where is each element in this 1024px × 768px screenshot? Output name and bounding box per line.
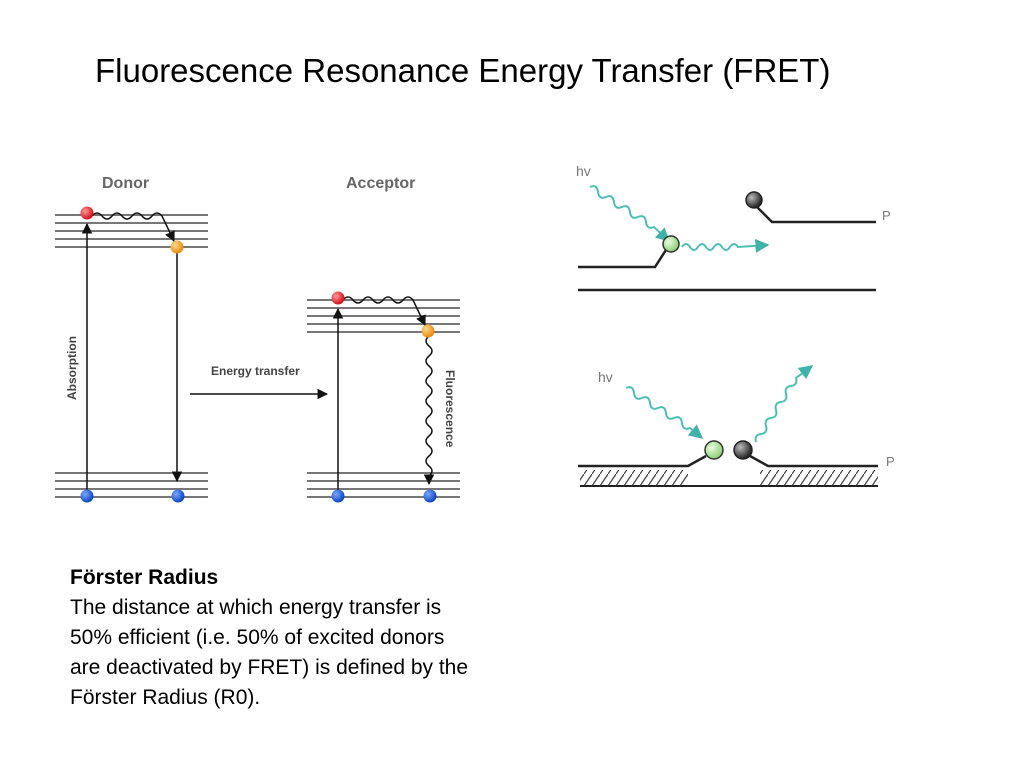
forster-radius-block: Förster Radius The distance at which ene…	[70, 563, 570, 713]
acceptor-label: Acceptor	[346, 175, 415, 192]
fluorescence-wave	[423, 335, 435, 486]
donor-relaxed-dot	[170, 240, 184, 254]
hairpin-strand-bottom	[578, 454, 878, 468]
quencher-top	[745, 191, 763, 209]
acceptor-relaxation-wave	[342, 296, 426, 326]
hatched-surface-right	[760, 470, 878, 486]
slide-title: Fluorescence Resonance Energy Transfer (…	[95, 52, 831, 89]
quencher-bottom	[733, 440, 753, 460]
acceptor-excited-dot	[331, 291, 345, 305]
p-label-top: P	[882, 208, 891, 223]
acceptor-ground-dot-1	[331, 489, 345, 503]
donor-fluorophore-bottom	[704, 440, 724, 460]
forster-text-line-2: 50% efficient (i.e. 50% of excited donor…	[70, 626, 445, 649]
incident-photon-bottom	[625, 386, 704, 439]
probe-strand-top	[578, 249, 668, 269]
acceptor-relaxed-dot	[421, 324, 435, 338]
energy-transfer-label: Energy transfer	[211, 364, 300, 378]
forster-text-line-4: Förster Radius (R0).	[70, 686, 261, 709]
donor-ground-levels	[55, 472, 208, 498]
hv-label-top: hv	[576, 163, 591, 179]
forster-text-line-1: The distance at which energy transfer is	[70, 596, 442, 619]
forster-radius-text: The distance at which energy transfer is…	[70, 593, 570, 713]
p-label-bottom: P	[886, 454, 895, 469]
incident-photon-top	[589, 185, 671, 242]
forster-radius-heading: Förster Radius	[70, 566, 219, 589]
donor-excited-dot	[80, 206, 94, 220]
forster-text-line-3: are deactivated by FRET) is defined by t…	[70, 656, 469, 679]
donor-ground-dot-1	[80, 489, 94, 503]
fret-probe-schematic: hv P hv P	[576, 163, 895, 487]
acceptor-ground-dot-2	[423, 489, 437, 503]
acceptor-ground-levels	[307, 472, 460, 498]
emitted-photon-top	[681, 238, 770, 253]
hatched-surface-left	[580, 470, 688, 486]
emitted-photon-bottom	[754, 365, 814, 443]
fluorescence-label: Fluorescence	[443, 370, 457, 448]
acceptor-excited-levels	[307, 299, 460, 333]
donor-ground-dot-2	[171, 489, 185, 503]
donor-relaxation-wave	[91, 212, 175, 242]
jablonski-diagram: Donor Acceptor Absorption Energy transfe…	[55, 175, 460, 503]
quencher-strand-top	[755, 205, 876, 224]
donor-excited-levels	[55, 214, 208, 248]
donor-label: Donor	[102, 175, 149, 192]
hv-label-bottom: hv	[598, 369, 613, 385]
donor-fluorophore-top	[662, 235, 680, 253]
absorption-label: Absorption	[65, 336, 79, 400]
